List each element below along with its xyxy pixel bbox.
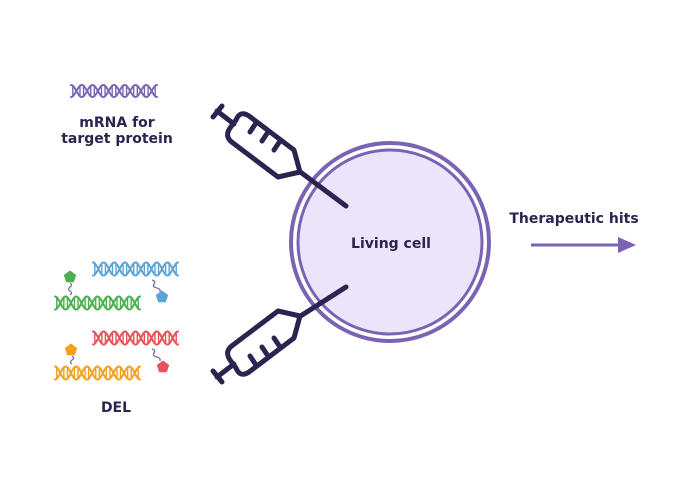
linker-green-icon [67,282,73,296]
linker-red-icon [151,348,161,362]
cell-label: Living cell [351,236,431,252]
del-label: DEL [101,400,131,416]
helix-backbone [70,83,158,99]
del-library [54,261,179,381]
pentagon-orange-icon [64,343,78,356]
syringe-top-icon [210,103,349,209]
mrna-label-line2: target protein [61,131,173,147]
helix-backbone [54,295,141,311]
dna-strand-blue-icon [92,261,179,277]
dna-strand-orange-icon [54,365,141,381]
dna-strand-red-icon [92,330,179,346]
helix-backbone [92,261,179,277]
helix-backbone [92,330,179,346]
therapeutic-hits-label: Therapeutic hits [509,211,638,227]
pentagon-green-icon [63,270,77,283]
linker-blue-icon [151,279,161,293]
helix-backbone [54,295,141,311]
pentagon-blue-icon [155,290,169,303]
pentagon-red-icon [156,360,170,373]
dna-strand-green-icon [54,295,141,311]
helix-backbone [92,261,179,277]
helix-backbone [54,365,141,381]
linker-orange-icon [69,355,75,365]
syringe-bottom-icon [210,284,349,385]
helix-backbone [92,330,179,346]
mrna-label-line1: mRNA for [79,115,155,131]
mrna-helix-icon [70,83,158,99]
helix-backbone [70,83,158,99]
helix-backbone [54,365,141,381]
arrow-right-icon [531,237,636,253]
